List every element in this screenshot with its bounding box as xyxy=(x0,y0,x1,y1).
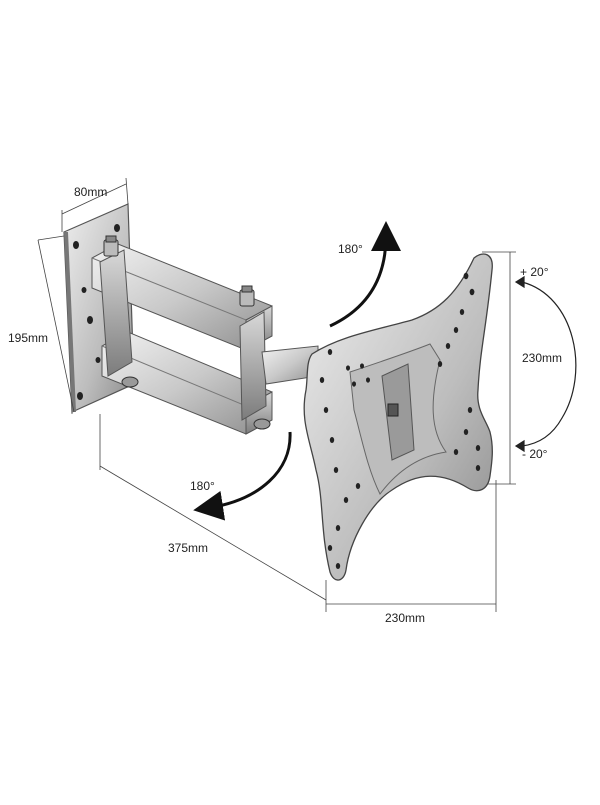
label-vesa-width: 230mm xyxy=(385,611,425,625)
bolt-icon xyxy=(103,235,271,430)
tilt-arrow-icon xyxy=(514,275,577,453)
label-tilt-down: - 20° xyxy=(522,447,548,461)
dimension-lines xyxy=(37,177,516,612)
curved-arrow-icon xyxy=(193,221,401,521)
label-tilt-up: + 20° xyxy=(520,265,549,279)
label-vesa-height: 230mm xyxy=(522,351,562,365)
vesa-plate xyxy=(303,253,493,581)
label-wall-plate-height: 195mm xyxy=(8,331,48,345)
label-top-swivel: 180° xyxy=(338,242,363,256)
label-arm-extension: 375mm xyxy=(168,541,208,555)
label-wall-plate-width: 80mm xyxy=(74,185,107,199)
label-bottom-swivel: 180° xyxy=(190,479,215,493)
vesa-plate-holes xyxy=(319,272,481,569)
